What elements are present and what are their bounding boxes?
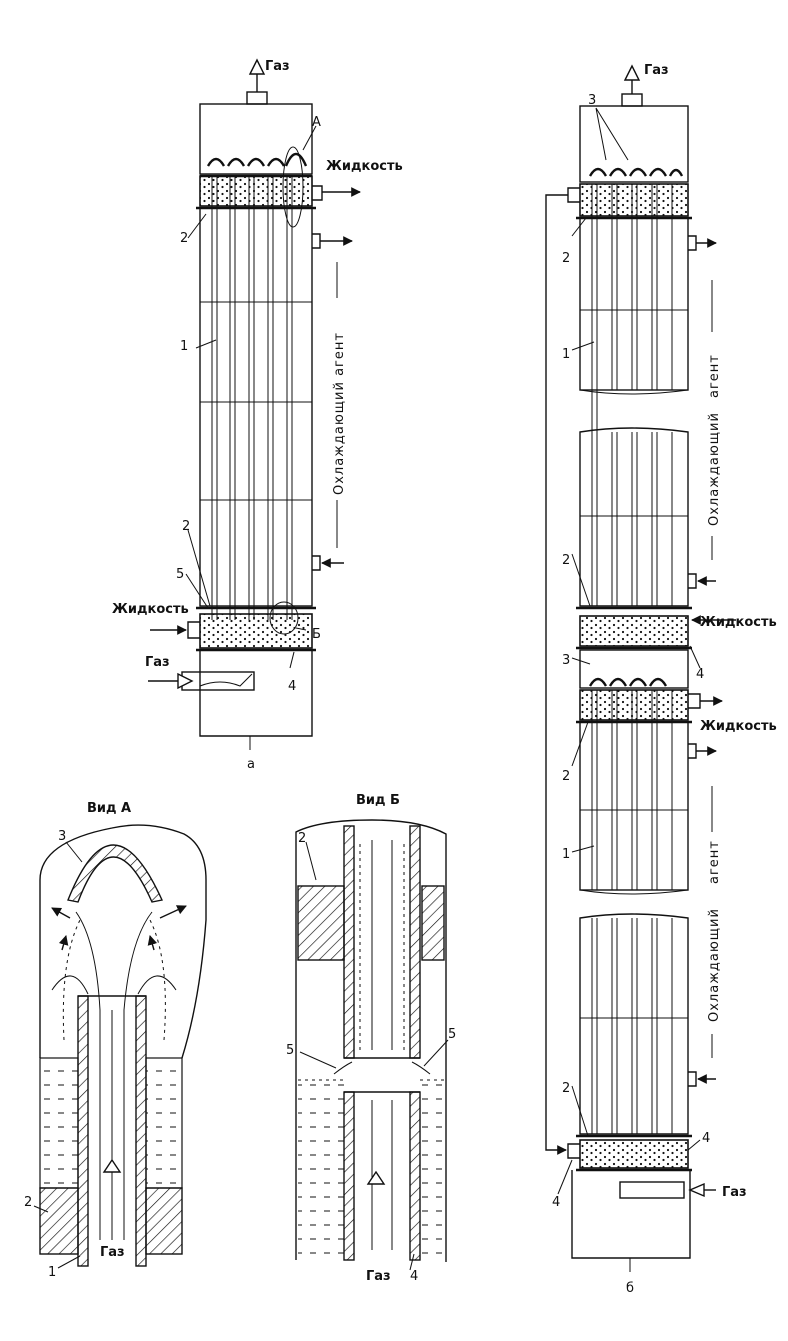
diagram-a: А Газ Жидкость Жидкость Газ Охлаждающий …	[112, 58, 403, 772]
gas-outlet-arrow-icon	[248, 58, 266, 75]
part-5-label-view-b-right: 5	[448, 1027, 456, 1042]
part-4-label-a: 4	[288, 679, 296, 694]
part-2-label-b-2: 2	[562, 553, 570, 568]
part-2-label-a-top: 2	[180, 231, 188, 246]
part-1-label-b-1: 1	[562, 347, 570, 362]
coolant-label-b-part1: агент	[707, 354, 722, 398]
gas-inlet-label: Газ	[145, 655, 170, 670]
mark-a-label: А	[312, 115, 321, 130]
gas-inlet-label-b: Газ	[722, 1185, 747, 1200]
gas-outlet-label-b: Газ	[644, 63, 669, 78]
part-5-label-view-b-left: 5	[286, 1043, 294, 1058]
coolant-label-b-part1-lower: агент	[707, 840, 722, 884]
part-2-label-b-3: 2	[562, 769, 570, 784]
liquid-outlet-label: Жидкость	[326, 159, 403, 174]
diagram-b: Газ 3 2 1 агент Охлаждающий 2 Жидкость 3…	[545, 63, 777, 1296]
coolant-label-b-part2-lower: Охлаждающий	[707, 908, 722, 1022]
part-4-label-b-mid: 4	[696, 667, 704, 682]
gas-label-view-a: Газ	[100, 1245, 125, 1260]
liquid-inlet-label: Жидкость	[112, 602, 189, 617]
view-b-detail: Вид Б	[286, 793, 456, 1284]
caption-a: а	[247, 757, 255, 772]
gas-outlet-arrow-icon-b	[623, 64, 641, 81]
part-2-label-view-b: 2	[298, 831, 306, 846]
liquid-outlet-label-b: Жидкость	[700, 719, 777, 734]
gas-outlet-label: Газ	[265, 59, 290, 74]
part-3-label-b-mid: 3	[562, 653, 570, 668]
part-1-label-a: 1	[180, 339, 188, 354]
view-a-title: Вид А	[87, 801, 131, 816]
part-2-label-view-a: 2	[24, 1195, 32, 1210]
part-2-label-b-4: 2	[562, 1081, 570, 1096]
part-4-label-view-b: 4	[410, 1269, 418, 1284]
view-b-title: Вид Б	[356, 793, 400, 808]
part-5-label-a: 5	[176, 567, 184, 582]
caption-b: б	[626, 1281, 634, 1296]
gas-flow-arrow-icon-b	[366, 1170, 386, 1185]
coolant-label-b-part2: Охлаждающий	[707, 412, 722, 526]
gas-flow-arrow-icon	[102, 1158, 122, 1173]
coolant-label-a: Охлаждающий агент	[332, 332, 347, 495]
part-3-label-b-top: 3	[588, 93, 596, 108]
gas-label-view-b: Газ	[366, 1269, 391, 1284]
part-2-label-b-1: 2	[562, 251, 570, 266]
part-4-label-b-right: 4	[702, 1131, 710, 1146]
liquid-inlet-label-b: Жидкость	[700, 615, 777, 630]
part-3-label-view-a: 3	[58, 829, 66, 844]
part-1-label-b-2: 1	[562, 847, 570, 862]
part-4-label-b-left: 4	[552, 1195, 560, 1210]
part-1-label-view-a: 1	[48, 1265, 56, 1280]
part-2-label-a-bottom: 2	[182, 519, 190, 534]
mark-b-label: Б	[312, 627, 321, 642]
view-a-detail: Вид А	[24, 801, 207, 1280]
